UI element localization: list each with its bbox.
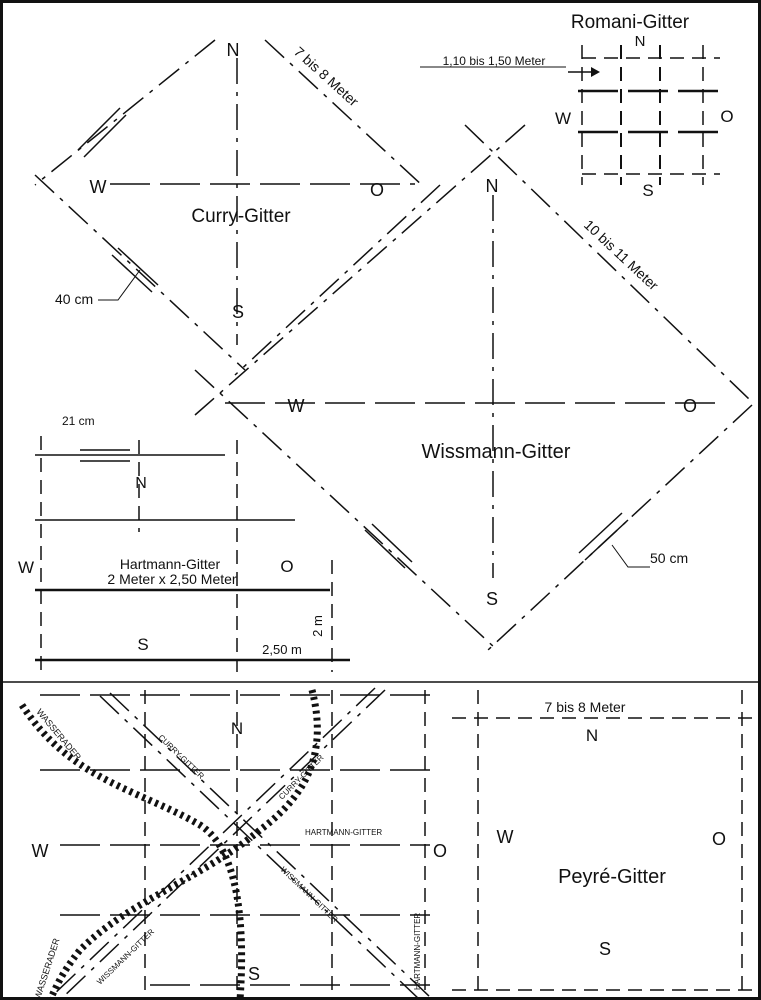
hartmann-subtitle: 2 Meter x 2,50 Meter bbox=[107, 571, 237, 587]
peyre-grid: 7 bis 8 Meter N W O S Peyré-Gitter bbox=[452, 690, 760, 1000]
romani-west: W bbox=[555, 109, 571, 128]
hartmann-title: Hartmann-Gitter bbox=[120, 556, 221, 572]
curry-north: N bbox=[227, 40, 240, 60]
peyre-title: Peyré-Gitter bbox=[558, 866, 666, 888]
wissmann-edge bbox=[487, 404, 753, 651]
curry-width-mark bbox=[77, 107, 121, 151]
wissmann-width-leader bbox=[611, 544, 650, 568]
romani-south: S bbox=[642, 181, 653, 200]
combined-water-vein bbox=[46, 689, 321, 1000]
peyre-west: W bbox=[497, 827, 514, 847]
hartmann-south: S bbox=[137, 635, 148, 654]
romani-grid: Romani-Gitter N 1,10 bis 1,50 Meter W O … bbox=[420, 12, 734, 200]
curry-title: Curry-Gitter bbox=[191, 206, 291, 227]
combined-water-vein bbox=[19, 703, 246, 1000]
wissmann-width-mark bbox=[364, 529, 406, 569]
curry-dimension: 7 bis 8 Meter bbox=[291, 43, 362, 109]
curry-edge bbox=[264, 39, 426, 189]
combined-wissmann-line bbox=[49, 687, 376, 999]
combined-north: N bbox=[231, 719, 243, 738]
curry-width-mark bbox=[117, 247, 159, 286]
wissmann-edge bbox=[194, 369, 496, 649]
wissmann-width-mark bbox=[371, 523, 413, 563]
curry-edge bbox=[234, 184, 441, 376]
combined-wissmann-line bbox=[59, 689, 386, 1000]
romani-east: O bbox=[720, 107, 733, 126]
hartmann-north: N bbox=[135, 475, 147, 492]
wissmann-north: N bbox=[486, 176, 499, 196]
romani-dimension: 1,10 bis 1,50 Meter bbox=[443, 54, 546, 68]
wissmann-dimension: 10 bis 11 Meter bbox=[581, 216, 662, 293]
curry-width: 40 cm bbox=[55, 291, 93, 307]
combined-curry-line bbox=[99, 695, 421, 1000]
romani-north: N bbox=[635, 33, 646, 50]
hartmann-east: O bbox=[280, 557, 293, 576]
curry-grid: N W O S Curry-Gitter 7 bis 8 Meter 40 cm bbox=[34, 39, 441, 376]
wissmann-south: S bbox=[486, 589, 498, 609]
curry-width-mark bbox=[111, 254, 153, 293]
combined-hartmann-label: HARTMANN-GITTER bbox=[413, 913, 422, 990]
hartmann-width: 21 cm bbox=[62, 414, 95, 428]
curry-width-mark bbox=[83, 114, 127, 158]
wissmann-grid: N W O S Wissmann-Gitter 10 bis 11 Meter … bbox=[194, 124, 753, 651]
peyre-east: O bbox=[712, 829, 726, 849]
romani-arrow-head bbox=[591, 67, 600, 77]
peyre-south: S bbox=[599, 939, 611, 959]
wissmann-title: Wissmann-Gitter bbox=[422, 441, 571, 463]
hartmann-dim-h: 2,50 m bbox=[262, 642, 302, 657]
wissmann-west: W bbox=[288, 396, 305, 416]
hartmann-dim-v: 2 m bbox=[310, 615, 325, 637]
combined-hartmann-label: HARTMANN-GITTER bbox=[305, 828, 382, 837]
combined-east: O bbox=[433, 841, 447, 861]
curry-edge bbox=[34, 174, 246, 371]
wissmann-width-mark bbox=[584, 519, 629, 561]
combined-south: S bbox=[248, 964, 260, 984]
wissmann-width: 50 cm bbox=[650, 550, 688, 566]
curry-edge bbox=[34, 39, 216, 186]
curry-east: O bbox=[370, 180, 384, 200]
combined-curry-line bbox=[109, 692, 431, 998]
wissmann-edge bbox=[194, 124, 526, 416]
combined-west: W bbox=[32, 841, 49, 861]
romani-title: Romani-Gitter bbox=[571, 12, 690, 33]
wissmann-width-mark bbox=[578, 512, 623, 554]
curry-width-leader bbox=[98, 269, 141, 301]
curry-west: W bbox=[90, 177, 107, 197]
hartmann-grid: 21 cm N W O S Hartmann-Gitter 2 Meter x … bbox=[18, 414, 350, 672]
hartmann-west: W bbox=[18, 558, 34, 577]
peyre-dimension: 7 bis 8 Meter bbox=[545, 699, 626, 715]
peyre-north: N bbox=[586, 726, 598, 745]
curry-south: S bbox=[232, 302, 244, 322]
combined-grid: N W O S WASSERADER WASSERADER CURRY-GITT… bbox=[19, 687, 447, 1000]
combined-curry-label: CURRY-GITTER bbox=[277, 753, 326, 802]
wissmann-east: O bbox=[683, 396, 697, 416]
wissmann-edge bbox=[464, 124, 751, 401]
